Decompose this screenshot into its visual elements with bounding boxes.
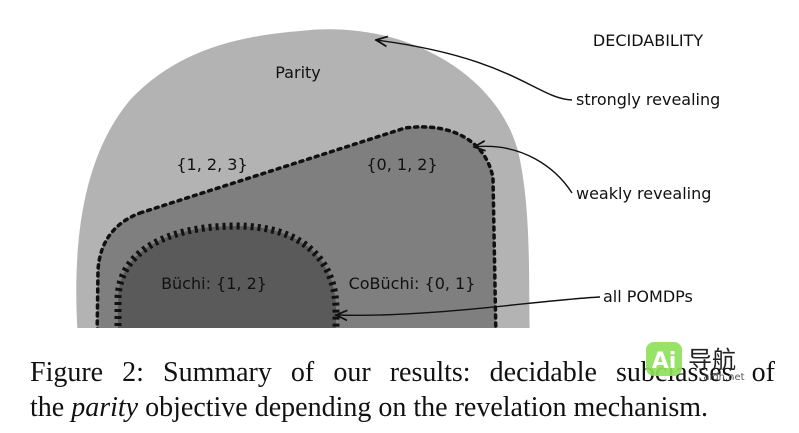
set-123-label: {1, 2, 3} <box>176 155 247 174</box>
strongly-revealing-arrow <box>376 40 573 101</box>
all-pomdps-label: all POMDPs <box>603 287 693 306</box>
watermark-url: aidh.net <box>703 372 744 382</box>
all-pomdps-arrow <box>336 296 601 315</box>
aidh-watermark-logo: Ai 导航 aidh.net <box>646 342 745 382</box>
watermark-name: 导航 <box>688 346 736 374</box>
cobuchi-label: CoBüchi: {0, 1} <box>349 274 476 293</box>
all-pomdps-region <box>114 222 340 328</box>
weakly-revealing-label: weakly revealing <box>576 184 711 203</box>
decidability-heading: DECIDABILITY <box>593 31 703 50</box>
watermark-logo-text: Ai <box>652 349 677 374</box>
weakly-revealing-arrow <box>474 146 573 194</box>
parity-emphasis: parity <box>71 392 139 423</box>
set-012-label: {0, 1, 2} <box>366 155 437 174</box>
buchi-label: Büchi: {1, 2} <box>161 274 267 293</box>
parity-label: Parity <box>275 63 321 82</box>
figure-caption-line-2: the parity objective depending on the re… <box>30 392 709 423</box>
strongly-revealing-label: strongly revealing <box>576 90 720 109</box>
